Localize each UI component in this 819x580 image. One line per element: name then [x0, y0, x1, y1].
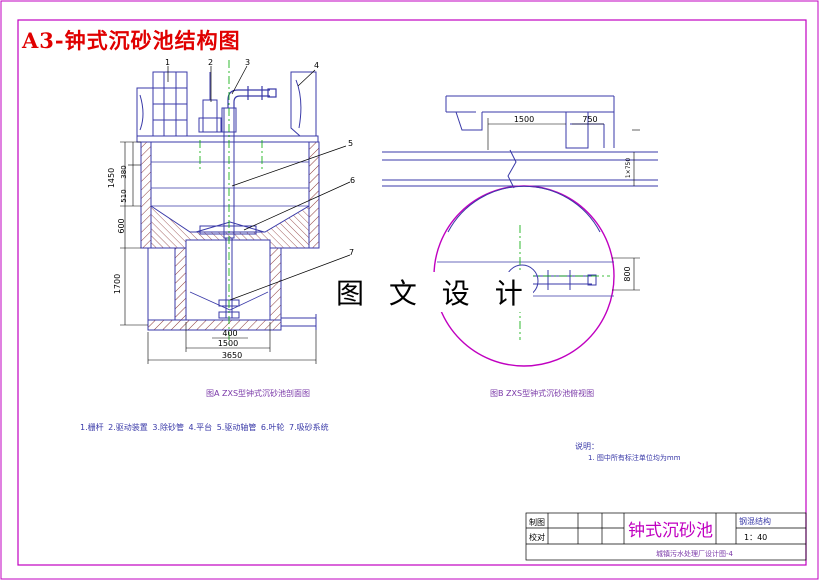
dim-1450: 1450 [107, 168, 116, 188]
parts-legend: 1.栅杆 2.驱动装置 3.除砂管 4.平台 5.驱动轴管 6.叶轮 7.吸砂系… [80, 423, 329, 432]
drawing-title: A3-钟式沉砂池结构图 [22, 28, 241, 53]
drive-unit [198, 72, 237, 133]
bar-screen-left [152, 71, 188, 137]
dimension-text-a: 1450 380 510 600 1700 400 1500 3650 [107, 165, 242, 360]
platform-right [290, 71, 317, 137]
plan-view-b: 1500 750 1×750 800 [382, 95, 658, 367]
top-slab [136, 135, 319, 143]
plan-inner-arc [447, 185, 601, 233]
dim-1700: 1700 [113, 274, 122, 294]
section-view-a: 1450 380 510 600 1700 400 1500 3650 1 2 … [107, 58, 355, 364]
leader-lines [167, 65, 351, 301]
callout-3: 3 [245, 58, 250, 67]
dim-plan-750: 750 [582, 115, 597, 124]
notes-heading: 说明： [575, 442, 599, 451]
callout-1: 1 [165, 58, 170, 67]
title-block [525, 512, 807, 561]
dim-400: 400 [222, 329, 237, 338]
caption-view-a: 图A ZXS型钟式沉砂池剖面图 [206, 389, 311, 398]
dim-600: 600 [117, 218, 126, 233]
dim-plan-1500: 1500 [514, 115, 534, 124]
callouts: 1 2 3 4 5 6 7 [165, 58, 355, 257]
sand-removal-pipe [227, 86, 277, 108]
dimension-lines-b [487, 118, 640, 291]
suction-cone [189, 291, 269, 311]
watermark-text: 图 文 设 计 [334, 272, 533, 312]
plan-channel [382, 149, 658, 189]
title-block-drawing-name: 钟式沉砂池 [628, 521, 713, 541]
impeller [195, 221, 265, 235]
dim-510: 510 [120, 189, 128, 202]
title-block-drawn-label: 制图 [529, 518, 545, 527]
centerlines-a [199, 60, 263, 345]
title-block-drawing-number: 城镇污水处理厂设计图-4 [656, 550, 733, 558]
note-item-1: 1. 图中所有标注单位均为mm [588, 454, 681, 462]
dim-3650: 3650 [222, 351, 242, 360]
title-block-material: 钢混结构 [739, 517, 771, 526]
title-block-scale: 1：40 [744, 533, 768, 542]
callout-4: 4 [314, 61, 319, 70]
callout-7: 7 [349, 248, 354, 257]
outlet-pipe [281, 314, 317, 330]
callout-6: 6 [350, 176, 355, 185]
dimension-lines-a [120, 141, 317, 364]
dim-plan-pipe: 1×750 [625, 158, 632, 178]
caption-view-b: 图B ZXS型钟式沉砂池俯视图 [490, 389, 595, 398]
parapet-left [136, 87, 154, 137]
dim-380: 380 [120, 165, 128, 178]
callout-2: 2 [208, 58, 213, 67]
tank-walls [140, 141, 320, 331]
dim-1500: 1500 [218, 339, 238, 348]
title-block-checked-label: 校对 [529, 533, 545, 542]
callout-5: 5 [348, 139, 353, 148]
internal-levels [151, 161, 309, 207]
dim-plan-800: 800 [623, 266, 632, 281]
dimension-text-b: 1500 750 1×750 800 [514, 115, 632, 282]
